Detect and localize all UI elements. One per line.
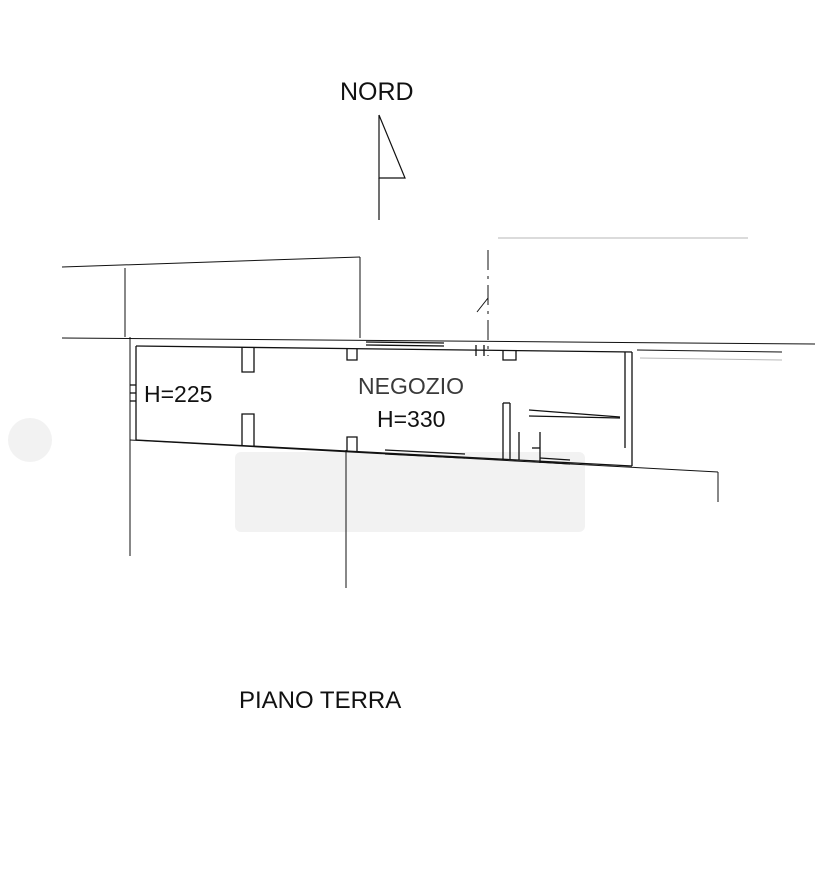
room-height-label: H=330: [377, 406, 446, 432]
north-label: NORD: [340, 78, 414, 106]
room-height-label: H=225: [144, 381, 213, 407]
north-arrow-icon: [379, 115, 405, 220]
building-walls: [130, 342, 632, 466]
watermark: [8, 418, 585, 532]
faint-context-lines: [498, 238, 782, 360]
room-name-label: NEGOZIO: [358, 373, 465, 399]
floor-label: PIANO TERRA: [239, 687, 402, 714]
